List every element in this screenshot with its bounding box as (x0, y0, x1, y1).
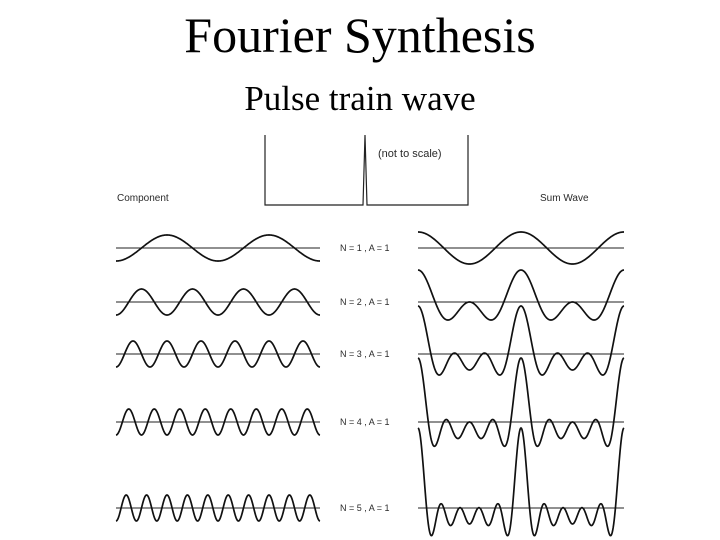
wave-row: N = 5 , A = 1 (115, 426, 625, 537)
component-header: Component (117, 193, 169, 204)
sum-wave (417, 269, 625, 321)
component-wave (115, 494, 321, 522)
component-wave (115, 288, 321, 316)
component-wave (115, 234, 321, 262)
harmonic-label: N = 2 , A = 1 (340, 297, 390, 307)
sum-wave (417, 305, 625, 376)
sum-wave-header: Sum Wave (540, 193, 589, 204)
pulse-note: (not to scale) (378, 148, 442, 160)
harmonic-label: N = 1 , A = 1 (340, 243, 390, 253)
pulse-train-diagram: (not to scale) (264, 134, 469, 206)
wave-rows: N = 1 , A = 1 N = 2 , A = 1 N = 3 , A = 1 N… (115, 231, 625, 537)
wave-row: N = 3 , A = 1 (115, 305, 625, 376)
harmonic-label: N = 4 , A = 1 (340, 417, 390, 427)
sum-wave (417, 426, 625, 537)
pulse-train-path (264, 134, 469, 206)
harmonic-label: N = 3 , A = 1 (340, 349, 390, 359)
wave-row: N = 1 , A = 1 (115, 231, 625, 265)
harmonic-label: N = 5 , A = 1 (340, 503, 390, 513)
component-wave (115, 340, 321, 368)
sum-wave (417, 357, 625, 448)
wave-row: N = 2 , A = 1 (115, 269, 625, 321)
component-wave (115, 408, 321, 436)
sum-wave (417, 231, 625, 265)
slide-title: Fourier Synthesis (184, 7, 536, 63)
slide-subtitle: Pulse train wave (244, 79, 476, 118)
wave-row: N = 4 , A = 1 (115, 357, 625, 448)
